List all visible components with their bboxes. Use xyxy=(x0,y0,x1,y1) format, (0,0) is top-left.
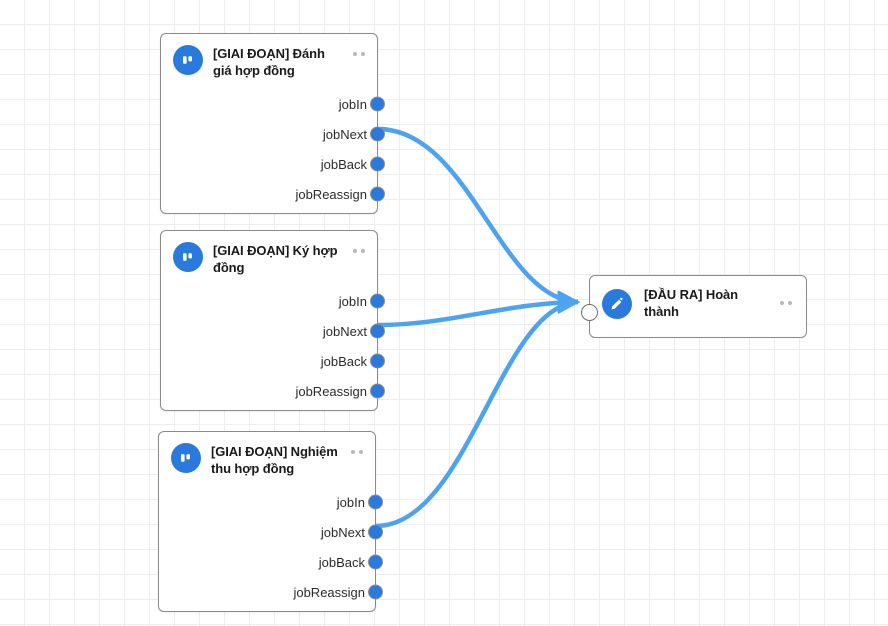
port-dot-jobin[interactable] xyxy=(370,96,385,112)
port-label: jobBack xyxy=(318,554,365,570)
node-header: [GIAI ĐOẠN] Nghiệm thu hợp đồng xyxy=(159,432,375,481)
node-header: [GIAI ĐOẠN] Ký hợp đồng xyxy=(161,231,377,280)
pencil-icon xyxy=(602,288,632,319)
port-row-jobreassign[interactable]: jobReassign xyxy=(161,179,385,209)
port-label: jobReassign xyxy=(295,383,367,399)
more-options-icon[interactable] xyxy=(780,301,794,305)
node-title: [GIAI ĐOẠN] Ký hợp đồng xyxy=(213,243,338,275)
port-dot-jobback[interactable] xyxy=(368,554,383,570)
node-header: [GIAI ĐOẠN] Đánh giá hợp đồng xyxy=(161,34,377,83)
node-output-hoan-thanh[interactable]: [ĐẦU RA] Hoàn thành xyxy=(581,275,807,338)
output-node-header: [ĐẦU RA] Hoàn thành xyxy=(590,276,806,320)
more-options-icon[interactable] xyxy=(351,450,365,454)
port-row-jobback[interactable]: jobBack xyxy=(159,547,383,577)
port-label: jobIn xyxy=(338,293,367,309)
node-stage-nghiem-thu-hop-dong[interactable]: [GIAI ĐOẠN] Nghiệm thu hợp đồng jobIn jo… xyxy=(158,431,383,612)
port-list: jobIn jobNext jobBack jobReassign xyxy=(161,286,385,406)
port-row-jobin[interactable]: jobIn xyxy=(159,487,383,517)
output-node-title: [ĐẦU RA] Hoàn thành xyxy=(644,287,739,319)
stage-icon xyxy=(171,443,201,473)
stage-icon xyxy=(173,242,203,272)
port-row-jobnext[interactable]: jobNext xyxy=(161,316,385,346)
port-label: jobIn xyxy=(338,96,367,112)
port-row-jobback[interactable]: jobBack xyxy=(161,346,385,376)
port-label: jobNext xyxy=(322,126,367,142)
port-label: jobBack xyxy=(320,156,367,172)
more-options-icon[interactable] xyxy=(353,249,367,253)
port-list: jobIn jobNext jobBack jobReassign xyxy=(159,487,383,607)
port-row-jobin[interactable]: jobIn xyxy=(161,89,385,119)
node-title: [GIAI ĐOẠN] Đánh giá hợp đồng xyxy=(213,46,325,78)
port-dot-jobin[interactable] xyxy=(370,293,385,309)
more-options-icon[interactable] xyxy=(353,52,367,56)
port-dot-jobnext[interactable] xyxy=(370,323,385,339)
node-title: [GIAI ĐOẠN] Nghiệm thu hợp đồng xyxy=(211,444,338,476)
edge-stage2-to-output xyxy=(377,291,581,328)
port-dot-jobin[interactable] xyxy=(368,494,383,510)
port-list: jobIn jobNext jobBack jobReassign xyxy=(161,89,385,209)
port-dot-jobreassign[interactable] xyxy=(370,186,385,202)
port-label: jobNext xyxy=(320,524,365,540)
port-row-jobnext[interactable]: jobNext xyxy=(161,119,385,149)
node-stage-danh-gia-hop-dong[interactable]: [GIAI ĐOẠN] Đánh giá hợp đồng jobIn jobN… xyxy=(160,33,385,214)
port-dot-jobback[interactable] xyxy=(370,353,385,369)
port-label: jobBack xyxy=(320,353,367,369)
port-row-jobreassign[interactable]: jobReassign xyxy=(161,376,385,406)
port-label: jobReassign xyxy=(295,186,367,202)
edge-stage1-to-output xyxy=(377,126,581,313)
port-row-jobreassign[interactable]: jobReassign xyxy=(159,577,383,607)
port-row-jobin[interactable]: jobIn xyxy=(161,286,385,316)
port-dot-jobback[interactable] xyxy=(370,156,385,172)
port-dot-jobnext[interactable] xyxy=(370,126,385,142)
stage-icon xyxy=(173,45,203,75)
edge-stage3-to-output xyxy=(375,291,581,529)
port-row-jobnext[interactable]: jobNext xyxy=(159,517,383,547)
port-label: jobReassign xyxy=(293,584,365,600)
port-dot-jobnext[interactable] xyxy=(368,524,383,540)
port-dot-jobreassign[interactable] xyxy=(370,383,385,399)
port-row-jobback[interactable]: jobBack xyxy=(161,149,385,179)
port-label: jobNext xyxy=(322,323,367,339)
input-port-jobin[interactable] xyxy=(581,304,598,321)
port-label: jobIn xyxy=(336,494,365,510)
node-stage-ky-hop-dong[interactable]: [GIAI ĐOẠN] Ký hợp đồng jobIn jobNext jo… xyxy=(160,230,385,411)
port-dot-jobreassign[interactable] xyxy=(368,584,383,600)
